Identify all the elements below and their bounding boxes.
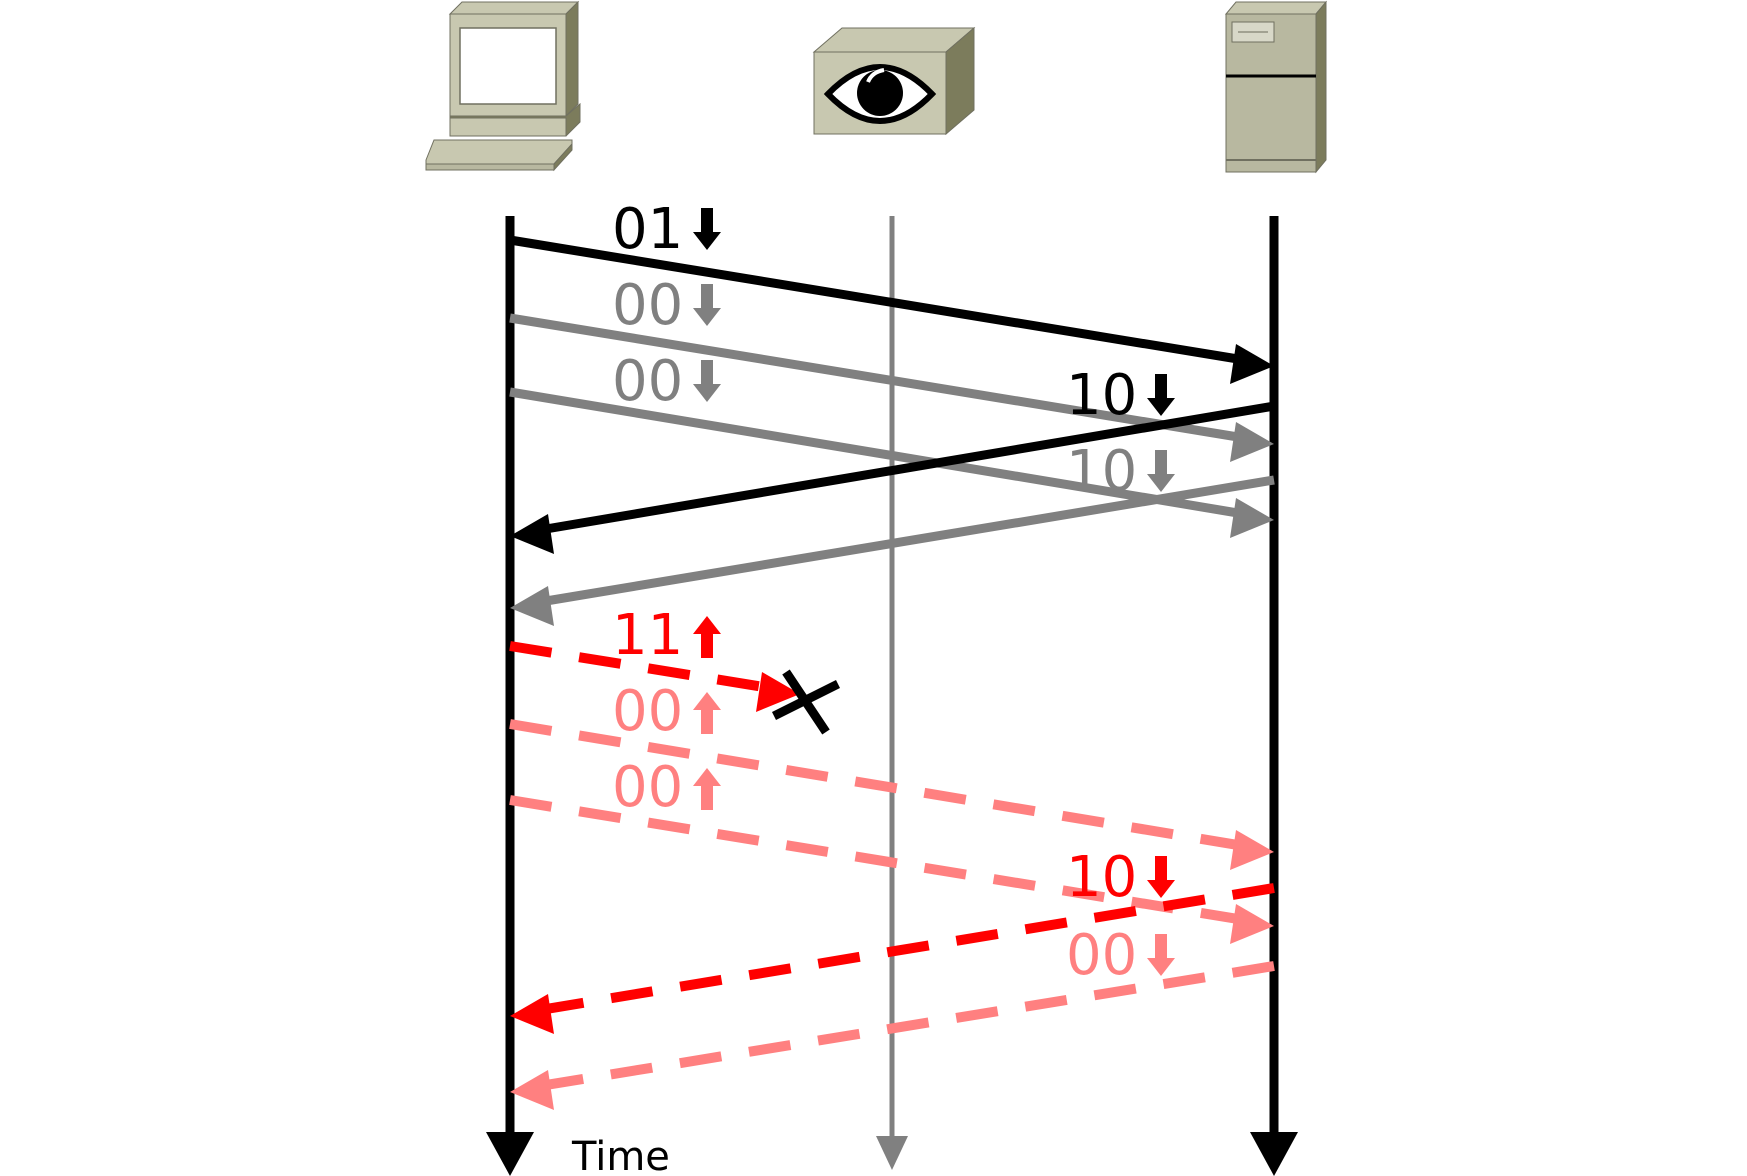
message-arrow-m1 <box>509 235 1274 384</box>
svg-text:11: 11 <box>612 603 683 668</box>
message-arrow-m5 <box>510 475 1275 626</box>
svg-text:00: 00 <box>612 679 683 744</box>
up-arrow-icon <box>693 768 721 810</box>
svg-text:00: 00 <box>612 273 683 338</box>
message-arrow-m10 <box>510 961 1275 1110</box>
client-timeline-arrowhead <box>486 1132 534 1176</box>
down-arrow-icon <box>1147 374 1175 416</box>
message-arrow-m2 <box>509 313 1274 462</box>
svg-text:01: 01 <box>612 197 683 262</box>
svg-text:10: 10 <box>1066 845 1137 910</box>
down-arrow-icon <box>693 208 721 250</box>
observer-timeline-arrowhead <box>876 1136 908 1170</box>
message-arrow-m7 <box>509 719 1274 870</box>
time-label: Time <box>571 1134 670 1176</box>
down-arrow-icon <box>1147 934 1175 976</box>
eye-observer-icon <box>812 26 976 136</box>
up-arrow-icon <box>693 692 721 734</box>
svg-text:10: 10 <box>1066 439 1137 504</box>
message-label-m5: 10 <box>1066 439 1175 504</box>
message-arrow-m4 <box>510 401 1275 554</box>
svg-text:00: 00 <box>1066 923 1137 988</box>
up-arrow-icon <box>693 616 721 658</box>
message-label-m3: 00 <box>612 349 721 414</box>
message-label-m4: 10 <box>1066 363 1175 428</box>
message-label-m1: 01 <box>612 197 721 262</box>
lost-packet-x-icon <box>771 669 841 735</box>
message-label-m7: 00 <box>612 679 721 744</box>
down-arrow-icon <box>693 284 721 326</box>
message-arrow-m8 <box>509 795 1274 944</box>
message-label-m6: 11 <box>612 603 721 668</box>
computer-icon <box>425 0 581 172</box>
message-label-m10: 00 <box>1066 923 1175 988</box>
message-arrow-m6 <box>509 641 800 712</box>
message-arrow-m3 <box>509 387 1274 538</box>
message-label-m9: 10 <box>1066 845 1175 910</box>
down-arrow-icon <box>693 360 721 402</box>
svg-text:00: 00 <box>612 349 683 414</box>
server-tower-icon <box>1224 0 1328 174</box>
server-timeline-arrowhead <box>1250 1132 1298 1176</box>
message-label-m2: 00 <box>612 273 721 338</box>
svg-text:10: 10 <box>1066 363 1137 428</box>
down-arrow-icon <box>1147 856 1175 898</box>
message-label-m8: 00 <box>612 755 721 820</box>
message-arrow-m9 <box>510 883 1275 1034</box>
down-arrow-icon <box>1147 450 1175 492</box>
svg-text:00: 00 <box>612 755 683 820</box>
